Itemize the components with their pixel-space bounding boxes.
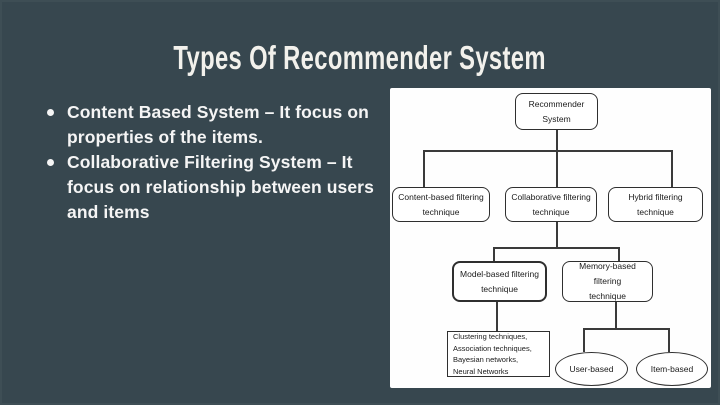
- node-memory-based-filtering: Memory-based filtering technique: [562, 261, 653, 302]
- connector: [671, 150, 673, 187]
- connector: [423, 150, 672, 152]
- node-recommender-system: Recommender System: [515, 93, 598, 130]
- connector: [583, 328, 585, 352]
- connector: [583, 328, 670, 330]
- bullet-list: Content Based System – It focus on prope…: [45, 100, 375, 225]
- connector: [618, 247, 620, 261]
- bullet-text-line: properties of the items.: [67, 127, 263, 147]
- connector: [556, 130, 558, 150]
- node-user-based: User-based: [555, 352, 628, 386]
- bullet-text-line: focus on relationship between users: [67, 177, 374, 197]
- connector: [615, 302, 617, 328]
- connector: [496, 302, 498, 331]
- bullet-dot-icon: [47, 109, 54, 116]
- connector: [668, 328, 670, 352]
- node-collaborative-filtering: Collaborative filtering technique: [505, 187, 597, 222]
- connector: [493, 247, 495, 261]
- connector: [493, 247, 620, 249]
- connector: [556, 150, 558, 187]
- node-model-based-filtering: Model-based filtering technique: [452, 261, 547, 302]
- bullet-text-line: and items: [67, 202, 150, 222]
- bullet-text-line: Collaborative Filtering System – It: [67, 152, 353, 172]
- node-model-techniques-list: Clustering techniques, Association techn…: [447, 331, 550, 377]
- title-area: Types Of Recommender System: [0, 40, 720, 76]
- slide-title: Types Of Recommender System: [173, 39, 547, 76]
- node-item-based: Item-based: [636, 352, 708, 386]
- list-item: Content Based System – It focus on prope…: [45, 100, 375, 150]
- flowchart-panel: Recommender System Content-based filteri…: [390, 88, 711, 388]
- list-item: Collaborative Filtering System – It focu…: [45, 150, 375, 225]
- connector: [423, 150, 425, 187]
- connector: [556, 222, 558, 247]
- bullet-text-line: Content Based System – It focus on: [67, 102, 369, 122]
- node-hybrid-filtering: Hybrid filtering technique: [608, 187, 703, 222]
- node-content-based-filtering: Content-based filtering technique: [392, 187, 490, 222]
- bullet-dot-icon: [47, 159, 54, 166]
